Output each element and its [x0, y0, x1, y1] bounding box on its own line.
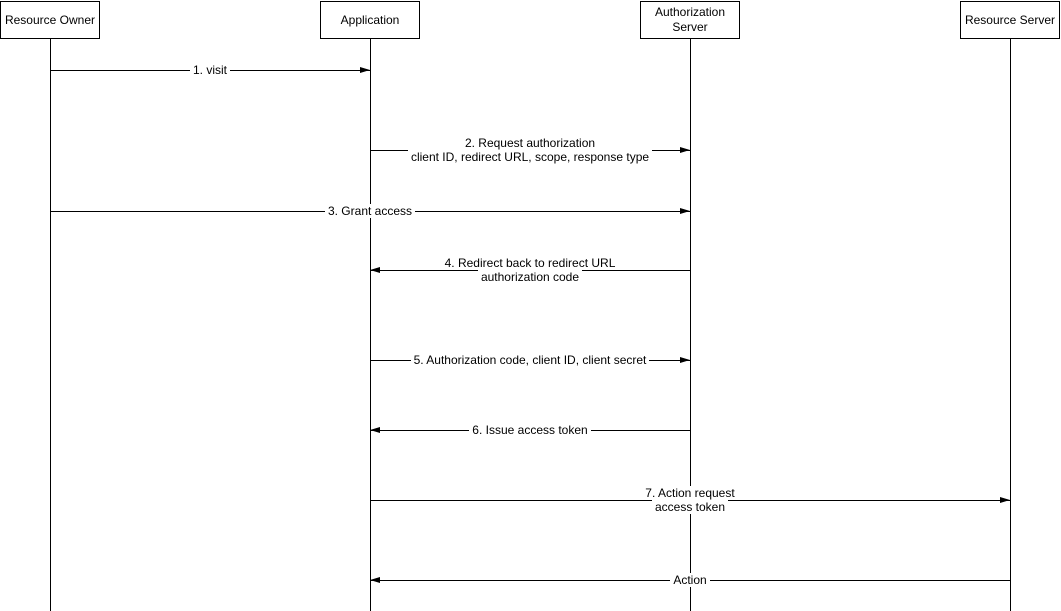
actor-label-resource-server: Resource Server — [964, 12, 1056, 27]
message-6-label: 6. Issue access token — [370, 423, 690, 437]
arrow-right-icon — [360, 67, 370, 73]
message-6-label-line: 6. Issue access token — [469, 423, 591, 437]
lifeline-resource-server — [1010, 39, 1011, 611]
actor-label-resource-owner: Resource Owner — [4, 12, 96, 27]
arrow-left-icon — [370, 267, 380, 273]
actor-resource-owner: Resource Owner — [0, 1, 100, 39]
message-1-label-line: 1. visit — [189, 63, 230, 77]
message-2-label-line: 2. Request authorization — [461, 136, 599, 150]
lifeline-authorization-server — [690, 39, 691, 611]
arrow-right-icon — [680, 147, 690, 153]
arrow-right-icon — [1000, 497, 1010, 503]
message-8-label: Action — [370, 573, 1010, 587]
message-4-label-line: authorization code — [477, 270, 583, 284]
lifeline-application — [370, 39, 371, 611]
message-7-label-line: access token — [651, 500, 729, 514]
message-5-label: 5. Authorization code, client ID, client… — [370, 353, 690, 367]
actor-resource-server: Resource Server — [960, 1, 1060, 39]
arrow-left-icon — [370, 427, 380, 433]
message-4-label-line: 4. Redirect back to redirect URL — [441, 256, 619, 270]
lifeline-resource-owner — [50, 39, 51, 611]
arrow-right-icon — [680, 208, 690, 214]
message-2-label-line: client ID, redirect URL, scope, response… — [407, 150, 653, 164]
message-3-label-line: 3. Grant access — [324, 204, 416, 218]
actor-authorization-server: Authorization Server — [640, 1, 740, 39]
actor-label-authorization-server: Authorization Server — [654, 5, 726, 34]
message-5-label-line: 5. Authorization code, client ID, client… — [410, 353, 650, 367]
message-8-label-line: Action — [670, 573, 710, 587]
message-3-label: 3. Grant access — [50, 204, 690, 218]
actor-application: Application — [320, 1, 420, 39]
arrow-left-icon — [370, 577, 380, 583]
message-1-label: 1. visit — [50, 63, 370, 77]
actor-label-application: Application — [340, 12, 400, 27]
arrow-right-icon — [680, 357, 690, 363]
message-7-label-line: 7. Action request — [642, 486, 738, 500]
